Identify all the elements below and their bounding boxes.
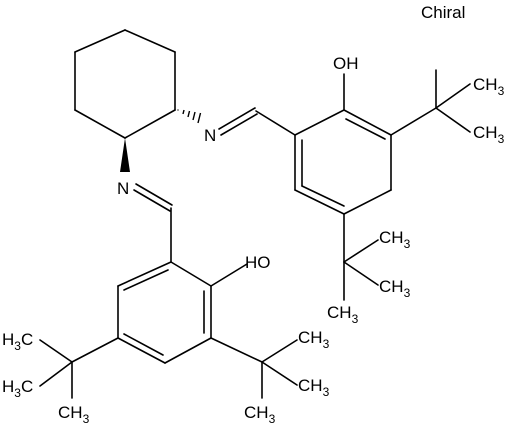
methyl-label: CH3 (244, 403, 276, 426)
methyl-label: CH3 (298, 376, 330, 399)
phenol-ring-bottom (117, 261, 212, 364)
hydroxyl-top: OH (333, 54, 359, 73)
methyl-label: CH3 (327, 303, 359, 326)
imine-top (218, 107, 296, 136)
methyl-label: CH3 (379, 228, 411, 251)
phenol-ring-top (294, 109, 392, 215)
svg-text:CH3: CH3 (298, 376, 330, 399)
svg-text:CH3: CH3 (379, 277, 411, 300)
tert-butyl-bottom-ortho (210, 337, 298, 399)
methyl-label: CH3 (379, 277, 411, 300)
imine-bottom (133, 183, 173, 263)
tert-butyl-top-ortho (390, 69, 471, 136)
methyl-label: CH3 (58, 403, 90, 426)
methyl-label: H3C (2, 330, 33, 353)
hashed-wedge-bond (177, 109, 202, 124)
methyl-label: CH3 (473, 123, 505, 146)
bold-wedge-bond (120, 138, 130, 172)
svg-text:CH3: CH3 (327, 303, 359, 326)
svg-text:H3C: H3C (2, 330, 33, 353)
tert-butyl-bottom-para (39, 337, 119, 399)
tert-butyl-top-para (343, 213, 379, 301)
svg-text:CH3: CH3 (244, 403, 276, 426)
nitrogen-bottom: N (117, 179, 129, 198)
methyl-label: H3C (2, 377, 33, 400)
methyl-label: CH3 (298, 328, 330, 351)
methyl-label: CH3 (473, 75, 505, 98)
hydroxyl-bottom: HO (245, 253, 271, 272)
svg-text:CH3: CH3 (473, 75, 505, 98)
svg-text:CH3: CH3 (379, 228, 411, 251)
svg-text:CH3: CH3 (58, 403, 90, 426)
svg-text:CH3: CH3 (298, 328, 330, 351)
svg-text:CH3: CH3 (473, 123, 505, 146)
chiral-label: Chiral (421, 3, 465, 22)
nitrogen-top: N (204, 126, 216, 145)
bond-oh-bottom (210, 263, 248, 287)
cyclohexane-ring (74, 29, 176, 139)
svg-text:H3C: H3C (2, 377, 33, 400)
